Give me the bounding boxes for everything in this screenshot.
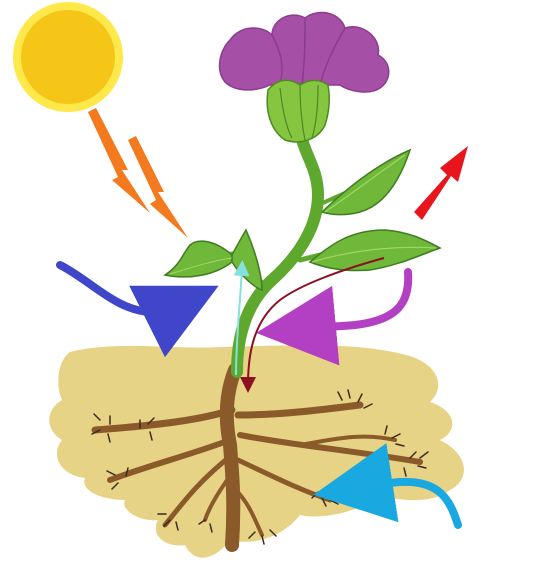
root-icon	[91, 363, 429, 552]
water-intake-arrow	[313, 443, 462, 529]
sap-down-arrow	[240, 257, 385, 393]
air-intake-arrow	[56, 261, 219, 358]
sap-up-arrow	[233, 260, 250, 376]
side-intake-arrow	[256, 268, 413, 366]
sunlight-arrow-icon	[88, 108, 188, 238]
gas-release-arrow	[414, 146, 468, 220]
sun-icon	[13, 2, 123, 112]
flower-icon	[218, 11, 390, 143]
leaf-icon	[163, 148, 442, 291]
